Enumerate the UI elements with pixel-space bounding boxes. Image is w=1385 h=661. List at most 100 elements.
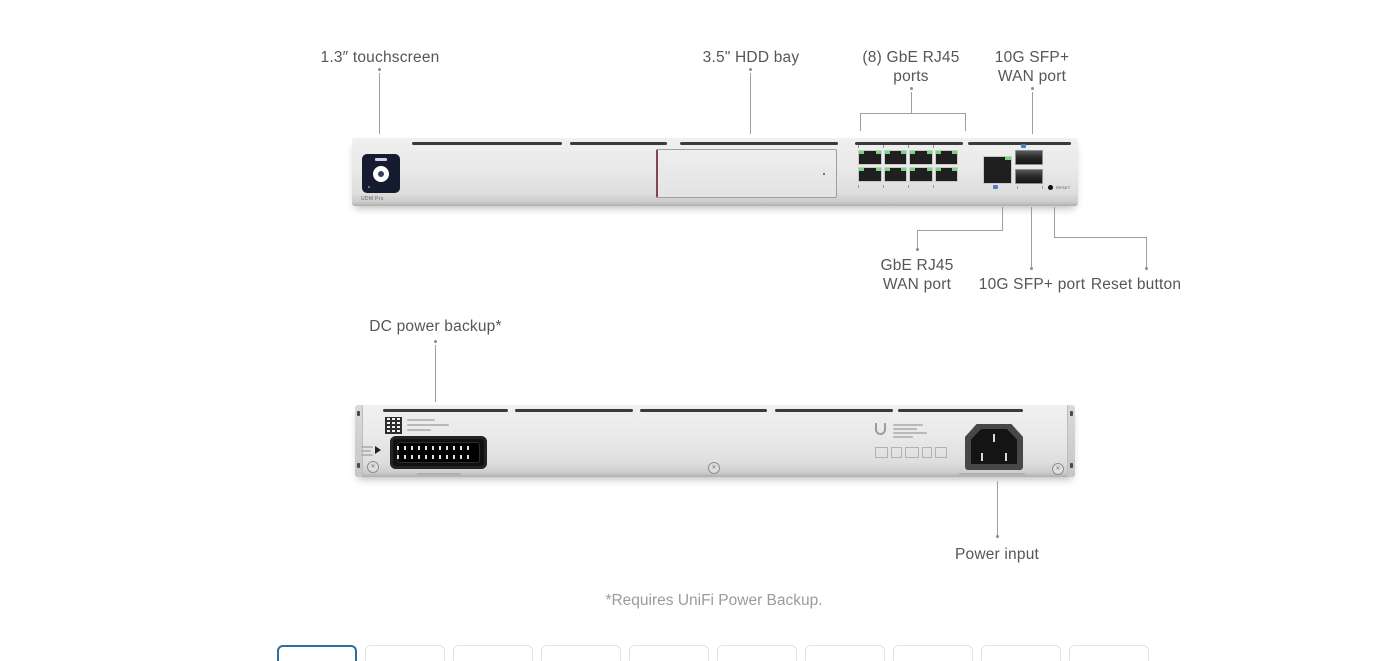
port-number-ticks (858, 145, 958, 148)
dc-connector-label (417, 473, 461, 475)
power-pin (993, 434, 995, 442)
udm-pro-back-panel: ✕ ✕ ✕ (355, 405, 1075, 477)
gallery-thumb-7[interactable] (805, 645, 885, 661)
power-rating-text (959, 473, 1025, 475)
label-line: 10G SFP+ (994, 49, 1070, 66)
gallery-thumb-6[interactable] (717, 645, 797, 661)
power-pin (981, 453, 983, 461)
port-number-ticks (1017, 186, 1043, 189)
vent-slot (515, 409, 633, 412)
certification-icons (875, 447, 947, 458)
callout-bracket-ports (860, 113, 966, 131)
gallery-thumb-4[interactable] (541, 645, 621, 661)
callout-line-sfp (1031, 207, 1032, 267)
label-gbe-ports: (8) GbE RJ45 ports (851, 48, 971, 86)
gallery-thumb-2[interactable] (365, 645, 445, 661)
label-line: (8) GbE RJ45 (862, 49, 960, 66)
label-reset-button: Reset button (1090, 276, 1182, 293)
gallery-thumbnails (277, 645, 1149, 661)
touchscreen-led (368, 186, 370, 188)
screw-icon: ✕ (367, 461, 379, 473)
rj45-port (858, 167, 882, 182)
edge-notch (1070, 411, 1073, 416)
callout-line-touchscreen (379, 73, 380, 134)
hdd-bay-pinhole (823, 173, 825, 175)
sfp-slot (1015, 150, 1043, 165)
label-line: WAN port (997, 68, 1067, 85)
callout-dot (378, 68, 381, 71)
vent-slot (968, 142, 1071, 145)
gallery-thumb-3[interactable] (453, 645, 533, 661)
screw-icon: ✕ (1052, 463, 1064, 475)
label-sfp-port: 10G SFP+ port (978, 276, 1086, 293)
rack-ear-right (1067, 405, 1075, 477)
touchscreen (362, 154, 400, 193)
vent-slot (855, 142, 963, 145)
callout-line-power (997, 481, 998, 535)
vent-slot (640, 409, 767, 412)
regulatory-text (893, 432, 927, 434)
rj45-port (883, 167, 907, 182)
dc-voltage-text (361, 454, 373, 456)
reset-button (1048, 185, 1053, 190)
cert-icon (891, 447, 902, 458)
callout-line-reset (1054, 207, 1055, 238)
callout-line-dc-backup (435, 345, 436, 402)
callout-line-ports (911, 92, 912, 113)
dc-pin-row (397, 446, 472, 450)
edge-notch (1070, 463, 1073, 468)
wan-port-icon (993, 185, 998, 189)
callout-line-gbe-wan (1002, 207, 1003, 231)
vent-slot (775, 409, 893, 412)
dc-pin-row (397, 455, 472, 459)
label-sfp-wan: 10G SFP+ WAN port (972, 48, 1092, 86)
gallery-thumb-5[interactable] (629, 645, 709, 661)
vent-slot (383, 409, 508, 412)
reset-button-label: RESET (1056, 185, 1071, 190)
gallery-thumb-9[interactable] (981, 645, 1061, 661)
cert-icon (935, 447, 947, 458)
callout-elbow-reset (1054, 237, 1147, 268)
edge-notch (357, 463, 360, 468)
callout-dot (1031, 87, 1034, 90)
dc-voltage-text (361, 450, 371, 452)
sticker-text (407, 429, 431, 431)
callout-line-sfp-wan (1032, 92, 1033, 134)
cert-icon (922, 447, 932, 458)
vent-slot (570, 142, 667, 145)
sfp-wan-icon (1021, 144, 1026, 148)
regulatory-text (893, 436, 913, 438)
udm-pro-front-panel: UDM Pro RESET (352, 138, 1078, 206)
edge-notch (357, 411, 360, 416)
label-line: GbE RJ45 (880, 257, 954, 274)
screw-icon: ✕ (708, 462, 720, 474)
cert-icon (905, 447, 919, 458)
touchscreen-dial (373, 166, 389, 182)
gallery-thumb-8[interactable] (893, 645, 973, 661)
callout-dot (1145, 267, 1148, 270)
lan-port-grid (858, 150, 958, 182)
rack-ear-left (355, 405, 363, 477)
callout-dot (749, 68, 752, 71)
callout-dot (1030, 267, 1033, 270)
callout-line-hdd (750, 73, 751, 134)
label-gbe-wan: GbE RJ45 WAN port (857, 256, 977, 294)
sfp-slot (1015, 169, 1043, 184)
label-power-input: Power input (954, 546, 1040, 563)
label-line: WAN port (882, 276, 952, 293)
label-touchscreen: 1.3″ touchscreen (320, 49, 440, 66)
vent-slot (898, 409, 1023, 412)
label-dc-backup: DC power backup* (369, 318, 502, 335)
rj45-port (858, 150, 882, 165)
gallery-thumb-1[interactable] (277, 645, 357, 661)
dc-arrow-icon (375, 446, 381, 454)
power-pin (1005, 453, 1007, 461)
touchscreen-statusbar (375, 158, 387, 161)
rj45-port (934, 167, 958, 182)
vent-slot (680, 142, 838, 145)
rj45-port (883, 150, 907, 165)
callout-dot (910, 87, 913, 90)
model-label: UDM Pro (361, 196, 384, 202)
gallery-thumb-10[interactable] (1069, 645, 1149, 661)
